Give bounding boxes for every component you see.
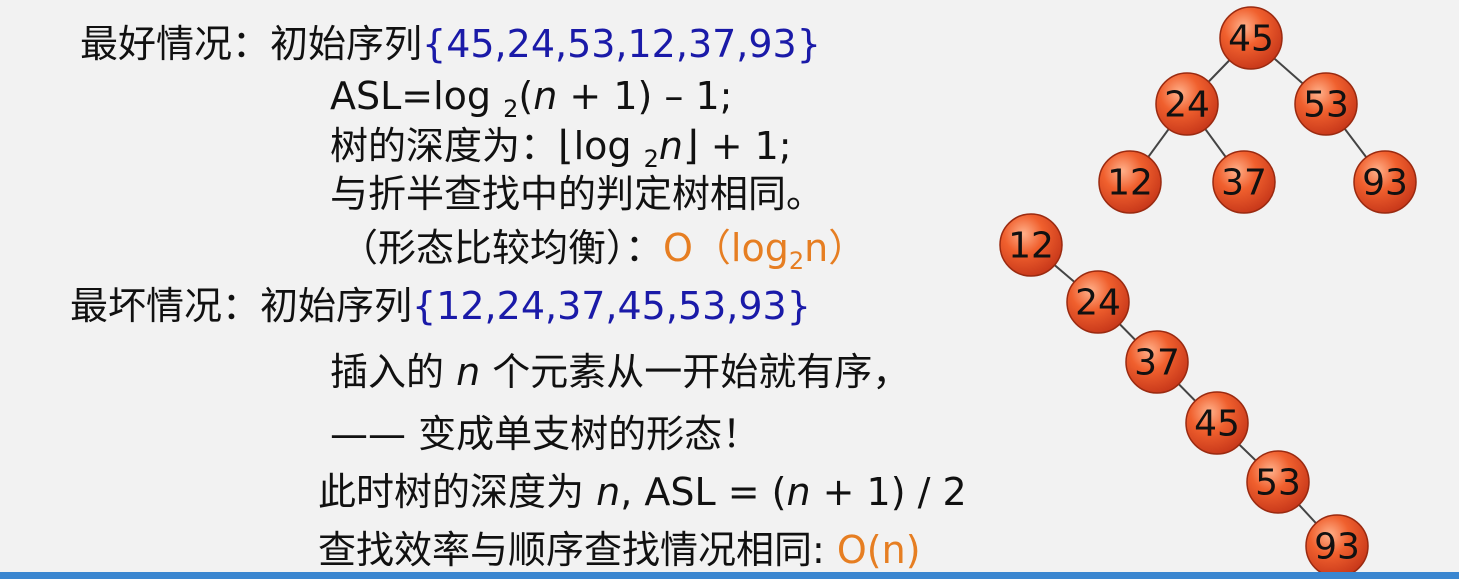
node-circle	[1098, 150, 1162, 214]
tree-node: 93	[1353, 150, 1417, 214]
node-label: 12	[1107, 163, 1153, 204]
node-label: 37	[1221, 163, 1267, 204]
efficiency-value: O(n)	[836, 528, 921, 572]
worst-case-label: 最坏情况：	[70, 284, 261, 328]
node-label: 93	[1362, 163, 1408, 204]
worst-case-depth: 此时树的深度为 n, ASL = (n + 1) / 2	[318, 470, 967, 514]
complexity-suffix: n）	[804, 226, 867, 270]
best-case-same-as-binary: 与折半查找中的判定树相同。	[330, 172, 825, 216]
best-case-heading: 最好情况：初始序列{45,24,53,12,37,93}	[80, 22, 821, 66]
complexity-log-base: 2	[788, 247, 805, 275]
worst-depth-n: n	[596, 470, 621, 514]
node-circle	[1212, 150, 1276, 214]
depth-n: n	[658, 124, 684, 168]
node-circle	[1246, 450, 1310, 514]
node-label: 53	[1255, 463, 1301, 504]
floor-left: ⌊	[558, 123, 574, 169]
insert-prefix: 插入的	[330, 350, 457, 394]
worst-case-insert: 插入的 n 个元素从一开始就有序，	[330, 350, 910, 394]
best-case-seq-prefix: 初始序列	[270, 22, 423, 66]
tree-node: 93	[1305, 514, 1369, 578]
node-circle	[1185, 391, 1249, 455]
worst-case-single-branch: —— 变成单支树的形态！	[330, 412, 761, 456]
tree-node: 53	[1294, 72, 1358, 136]
node-circle	[1155, 72, 1219, 136]
tree-node: 45	[1219, 6, 1283, 70]
worst-case-sequence: {12,24,37,45,53,93}	[412, 284, 811, 328]
worst-depth-n2: n	[786, 470, 811, 514]
asl-prefix: ASL=log	[330, 74, 504, 118]
complexity-prefix: O（log	[663, 226, 789, 270]
node-circle	[1294, 72, 1358, 136]
efficiency-text: 查找效率与顺序查找情况相同:	[318, 528, 837, 572]
asl-suffix: + 1) – 1;	[557, 74, 733, 118]
best-case-sequence: {45,24,53,12,37,93}	[422, 22, 821, 66]
asl-paren: (	[518, 74, 534, 118]
tree-node: 53	[1246, 450, 1310, 514]
best-case-asl: ASL=log 2(n + 1) – 1;	[330, 74, 733, 121]
insert-suffix: 个元素从一开始就有序，	[480, 350, 911, 394]
tree-node: 45	[1185, 391, 1249, 455]
tree-node: 12	[999, 213, 1063, 277]
skewed-tree: 12 24 37 45 53 93	[999, 213, 1369, 578]
best-case-depth: 树的深度为：⌊log 2n⌋ + 1;	[330, 123, 792, 171]
node-circle	[1219, 6, 1283, 70]
depth-log-base: 2	[643, 145, 659, 173]
node-label: 45	[1228, 19, 1274, 60]
worst-depth-suffix: + 1) / 2	[810, 470, 967, 514]
worst-depth-mid: , ASL = (	[620, 470, 787, 514]
balanced-tree: 45 24 53 12 37 93	[1098, 6, 1417, 214]
worst-case-efficiency: 查找效率与顺序查找情况相同: O(n)	[318, 528, 921, 572]
node-circle	[1066, 270, 1130, 334]
node-circle	[1353, 150, 1417, 214]
tree-node: 12	[1098, 150, 1162, 214]
best-case-complexity: （形态比较均衡）：O（log2n）	[340, 226, 867, 273]
node-label: 53	[1303, 85, 1349, 126]
tree-node: 37	[1212, 150, 1276, 214]
node-circle	[1125, 330, 1189, 394]
best-case-label: 最好情况：	[80, 22, 271, 66]
node-label: 24	[1075, 283, 1121, 324]
worst-depth-prefix: 此时树的深度为	[318, 470, 597, 514]
worst-case-seq-prefix: 初始序列	[260, 284, 413, 328]
insert-n: n	[456, 350, 481, 394]
bottom-bar	[0, 572, 1459, 579]
tree-node: 37	[1125, 330, 1189, 394]
asl-log-base: 2	[503, 95, 519, 123]
floor-right: ⌋	[683, 123, 699, 169]
depth-suffix: + 1;	[698, 124, 792, 168]
tree-node: 24	[1155, 72, 1219, 136]
node-label: 45	[1194, 404, 1240, 445]
node-circle	[999, 213, 1063, 277]
node-label: 37	[1134, 343, 1180, 384]
node-label: 93	[1314, 527, 1360, 568]
worst-case-heading: 最坏情况：初始序列{12,24,37,45,53,93}	[70, 284, 811, 328]
depth-log: log	[573, 124, 644, 168]
asl-n: n	[533, 74, 558, 118]
depth-label: 树的深度为：	[330, 124, 559, 168]
balance-text: （形态比较均衡）：	[340, 226, 664, 270]
tree-node: 24	[1066, 270, 1130, 334]
node-label: 24	[1164, 85, 1210, 126]
node-label: 12	[1008, 226, 1054, 267]
